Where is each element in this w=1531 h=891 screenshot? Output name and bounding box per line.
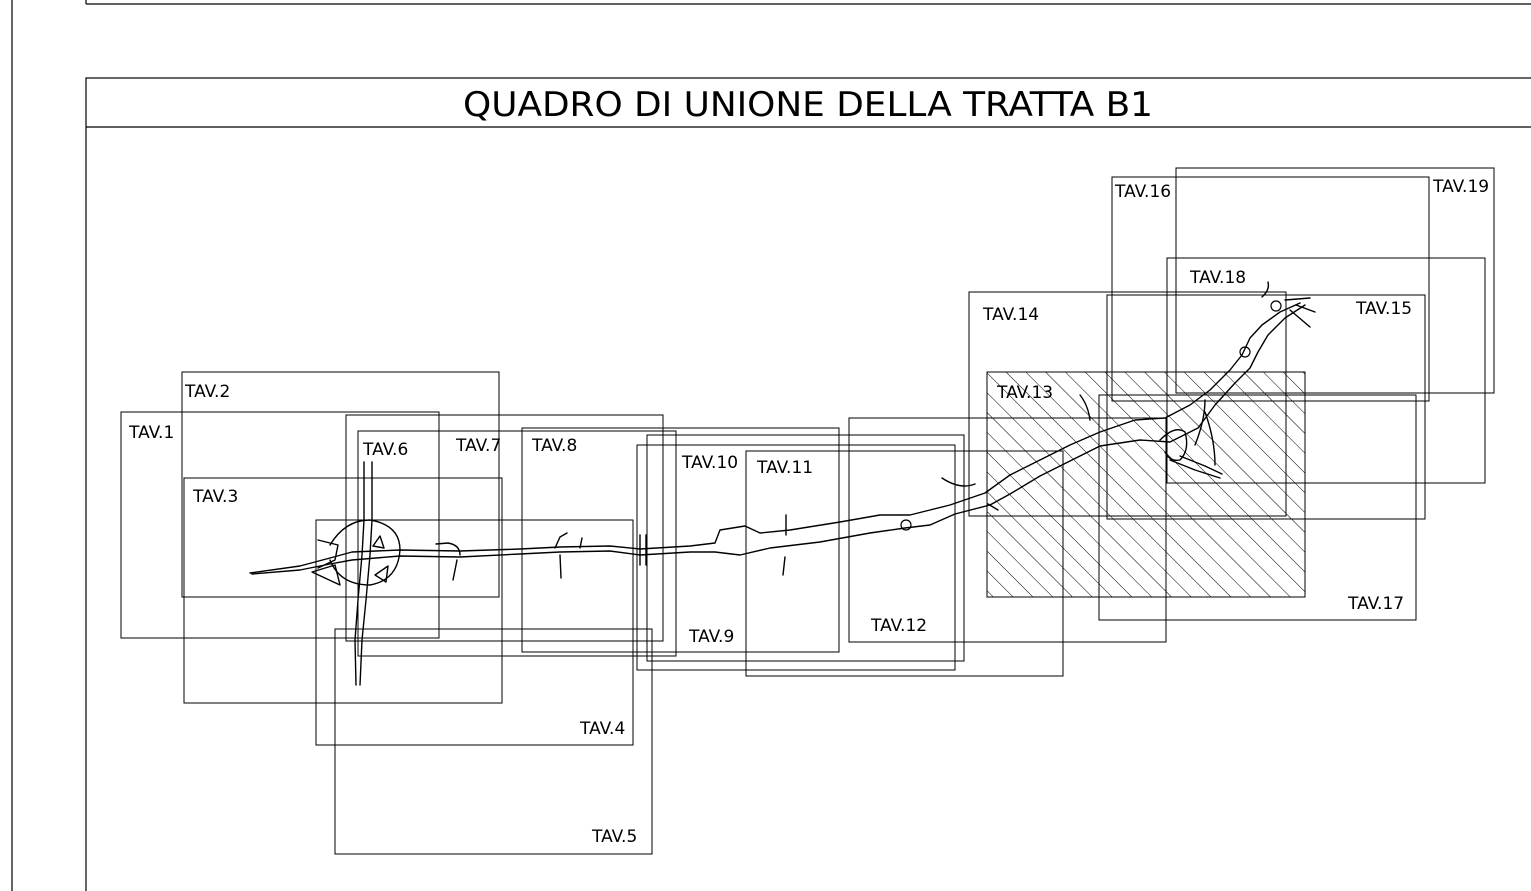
label-tav-16: TAV.16 [1114, 182, 1171, 202]
label-tav-18: TAV.18 [1189, 268, 1246, 288]
label-tav-14: TAV.14 [982, 305, 1039, 325]
sheet-tav-12[interactable] [848, 417, 1167, 643]
sheet-tav-15[interactable] [1106, 294, 1426, 520]
label-tav-3: TAV.3 [192, 487, 238, 507]
sheet-tav-5[interactable] [334, 628, 653, 855]
sheet-tav-13-hatch[interactable] [986, 371, 1306, 598]
map-frame [85, 77, 1531, 891]
sheet-tav-3[interactable] [183, 477, 503, 704]
label-tav-2: TAV.2 [184, 382, 230, 402]
label-tav-5: TAV.5 [591, 827, 637, 847]
label-tav-9: TAV.9 [688, 627, 734, 647]
sheet-grid [120, 167, 1495, 855]
label-tav-8: TAV.8 [531, 436, 577, 456]
sheet-tav-16[interactable] [1111, 176, 1430, 402]
label-tav-6: TAV.6 [362, 440, 408, 460]
sheet-tav-17[interactable] [1098, 394, 1417, 621]
sheet-tav-1[interactable] [120, 411, 440, 639]
label-tav-1: TAV.1 [128, 423, 174, 443]
sheet-tav-4[interactable] [315, 519, 634, 746]
sheet-tav-6[interactable] [357, 430, 677, 657]
label-tav-11: TAV.11 [756, 458, 813, 478]
page-title: QUADRO DI UNIONE DELLA TRATTA B1 [463, 85, 1153, 125]
label-tav-12: TAV.12 [870, 616, 927, 636]
sheet-labels: TAV.1 TAV.2 TAV.3 TAV.4 TAV.5 TAV.6 TAV.… [128, 177, 1489, 847]
sheet-tav-2[interactable] [181, 371, 500, 598]
label-tav-7: TAV.7 [455, 436, 501, 456]
road-alignment [249, 281, 1316, 686]
sheet-tav-8[interactable] [521, 427, 840, 653]
label-tav-19: TAV.19 [1432, 177, 1489, 197]
label-tav-10: TAV.10 [681, 453, 738, 473]
sheet-tav-18[interactable] [1166, 257, 1486, 484]
label-tav-15: TAV.15 [1355, 299, 1412, 319]
label-tav-17: TAV.17 [1347, 594, 1404, 614]
sheet-tav-9[interactable] [636, 444, 956, 671]
sheet-tav-11[interactable] [745, 450, 1064, 677]
sheet-tav-19[interactable] [1175, 167, 1495, 394]
label-tav-13: TAV.13 [996, 383, 1053, 403]
sheet-tav-14[interactable] [968, 291, 1287, 517]
label-tav-4: TAV.4 [579, 719, 625, 739]
